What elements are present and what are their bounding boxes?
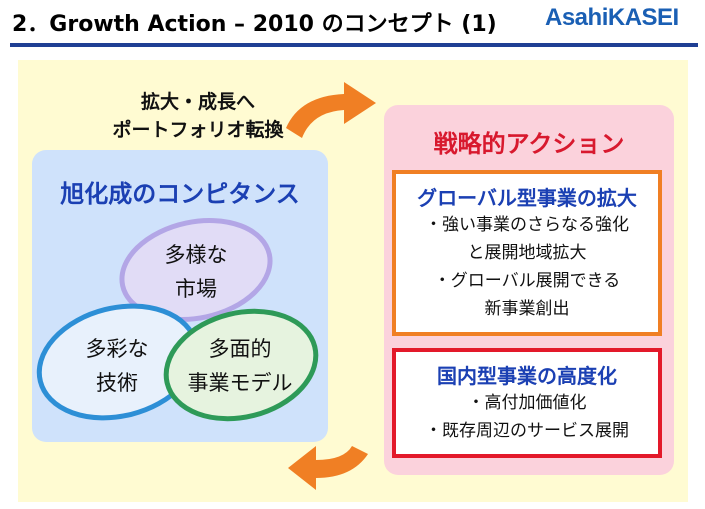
global-line-4: 新事業創出	[484, 299, 570, 319]
strategy-title: 戦略的アクション	[433, 130, 625, 158]
title-rule	[10, 43, 698, 47]
business-model-line-1: 多面的	[208, 337, 272, 361]
global-line-1: ・強い事業のさらなる強化	[425, 215, 629, 235]
business-model-ellipse	[163, 308, 319, 422]
global-heading: グローバル型事業の拡大	[417, 186, 637, 210]
markets-ellipse	[119, 218, 273, 322]
domestic-line-1: ・高付加価値化	[467, 393, 587, 413]
competence-title: 旭化成のコンピタンス	[60, 180, 300, 208]
business-model-line-2: 事業モデル	[187, 371, 293, 395]
bottom-arrow	[288, 446, 368, 490]
portfolio-caption: 拡大・成長へ ポートフォリオ転換	[88, 88, 308, 144]
markets-line-2: 市場	[175, 277, 217, 301]
domestic-heading: 国内型事業の高度化	[437, 364, 617, 388]
logo-asahi: Asahi	[545, 4, 608, 31]
caption-line-1: 拡大・成長へ	[140, 91, 255, 113]
logo-kasei: KASEI	[607, 4, 679, 31]
top-arrow	[286, 82, 376, 138]
technology-label: 多彩な 技術	[72, 332, 162, 400]
markets-label: 多様な 市場	[156, 238, 236, 306]
technology-line-2: 技術	[96, 371, 138, 395]
domestic-business-card: 国内型事業の高度化 ・高付加価値化 ・既存周辺のサービス展開	[392, 348, 662, 458]
asahi-kasei-logo: AsahiKASEI	[545, 4, 679, 32]
caption-line-2: ポートフォリオ転換	[112, 119, 284, 141]
global-line-3: ・グローバル展開できる	[433, 271, 621, 291]
business-model-label: 多面的 事業モデル	[176, 332, 304, 400]
technology-line-1: 多彩な	[85, 337, 149, 361]
global-line-2: と展開地域拡大	[467, 243, 587, 263]
markets-line-1: 多様な	[164, 243, 228, 267]
page-title: 2．Growth Action – 2010 のコンセプト (1)	[12, 12, 497, 37]
domestic-line-2: ・既存周辺のサービス展開	[425, 421, 629, 441]
global-business-card: グローバル型事業の拡大 ・強い事業のさらなる強化 と展開地域拡大 ・グローバル展…	[392, 170, 662, 336]
